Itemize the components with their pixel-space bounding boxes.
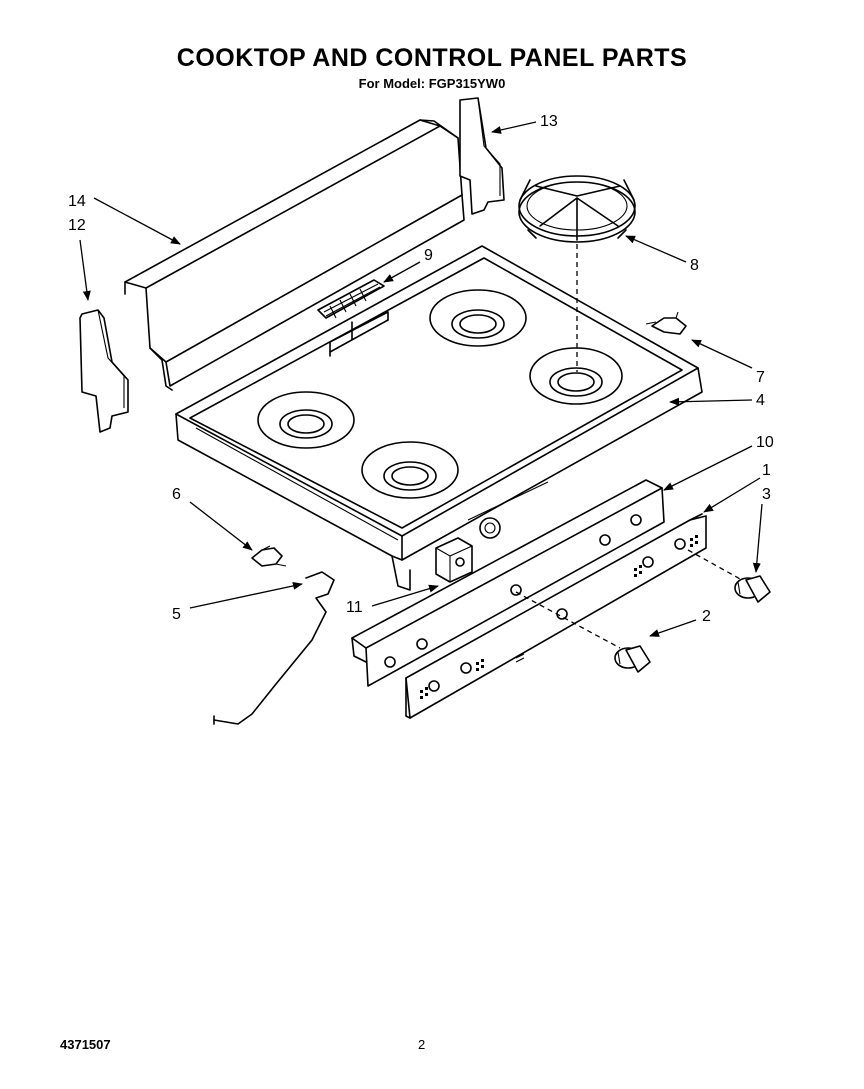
callout-7: 7 [756, 369, 765, 386]
callout-3: 3 [762, 486, 771, 503]
manifold-panel-part [351, 479, 665, 687]
igniter-clip-part [251, 545, 287, 567]
backguard-part [124, 119, 465, 391]
valve-bracket-part [435, 537, 473, 583]
knob-part-3 [734, 575, 771, 603]
callout-10: 10 [756, 434, 774, 451]
callout-6: 6 [172, 486, 181, 503]
knob-part [614, 645, 651, 673]
burner-rear-right [429, 289, 527, 347]
burner-front-left [361, 441, 459, 499]
callout-5: 5 [172, 606, 181, 623]
cooktop-part [175, 245, 703, 591]
callout-12: 12 [68, 217, 86, 234]
left-side-trim-part [79, 309, 129, 433]
wire-part [213, 571, 335, 725]
right-side-trim-part [459, 97, 505, 215]
grate-part [518, 175, 636, 372]
burner-rear-left [257, 391, 355, 449]
igniter-part [645, 311, 687, 335]
callout-1: 1 [762, 462, 771, 479]
page-number: 2 [418, 1037, 426, 1052]
callout-8: 8 [690, 257, 699, 274]
burner-front-right [529, 347, 623, 405]
vent-part [317, 279, 389, 357]
page-title: COOKTOP AND CONTROL PANEL PARTS [176, 44, 688, 72]
callout-2: 2 [702, 608, 711, 625]
callout-14: 14 [68, 193, 86, 210]
callout-11: 11 [346, 599, 363, 616]
leader-lines [79, 121, 763, 649]
callout-13: 13 [540, 113, 558, 130]
callout-9: 9 [424, 247, 433, 264]
control-panel-part [405, 513, 707, 719]
callout-labels: 14 12 13 9 8 7 4 10 1 3 2 6 5 11 [68, 113, 774, 625]
callout-4: 4 [756, 392, 765, 409]
model-subtitle: For Model: FGP315YW0 [358, 76, 506, 91]
document-number: 4371507 [60, 1037, 111, 1052]
